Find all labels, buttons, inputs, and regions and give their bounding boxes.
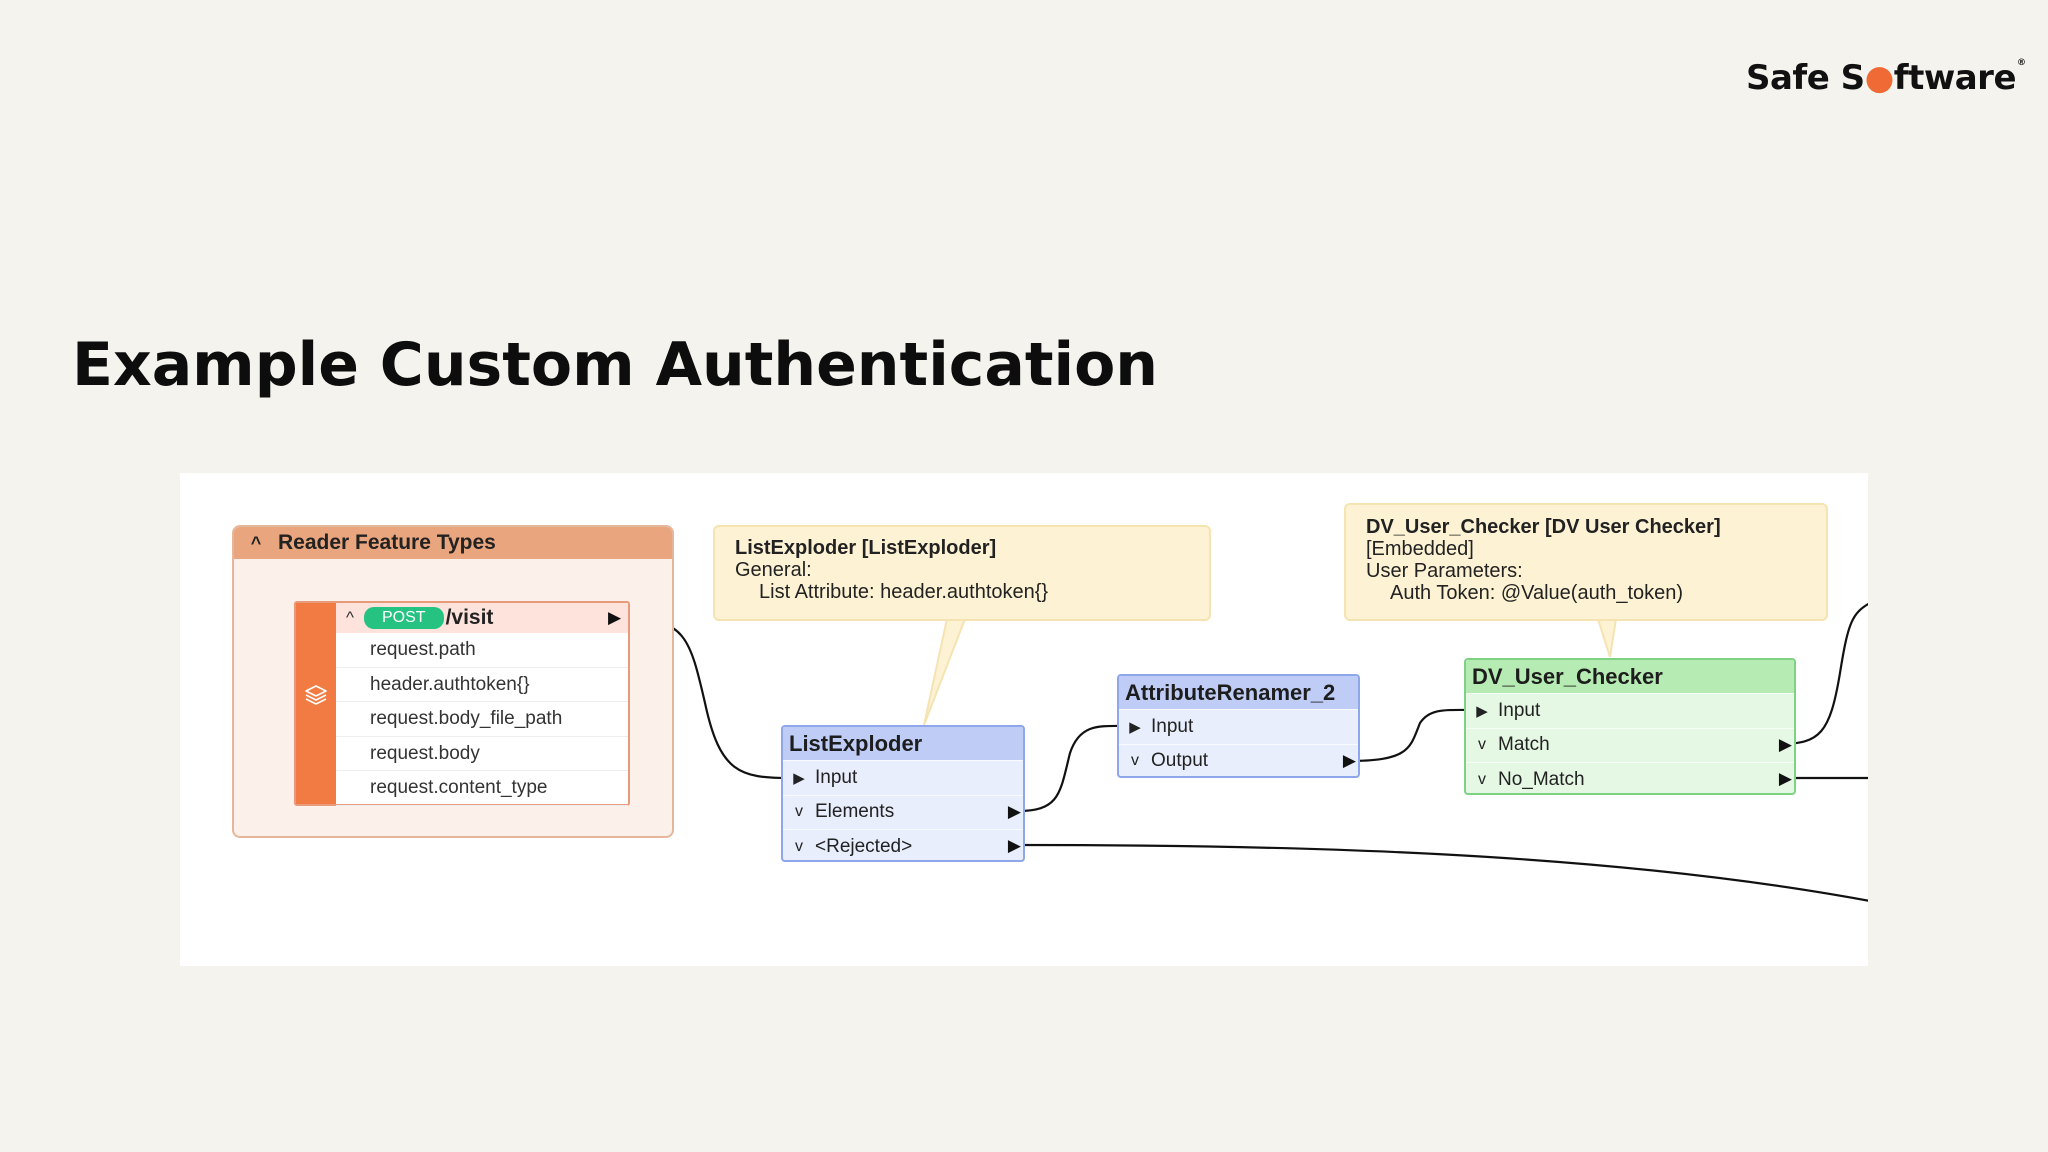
input-port[interactable]: ▶ Input (783, 760, 1023, 795)
annotation-title: ListExploder [ListExploder] (735, 537, 997, 559)
reader-attribute: request.body_file_path (336, 702, 628, 737)
wire-exploder-rejected-out (1017, 843, 1868, 902)
output-port-output[interactable]: v Output ▶ (1119, 743, 1358, 777)
callout-pointer-list-exploder (923, 618, 967, 726)
logo-dot-icon: ● (1864, 58, 1895, 98)
reader-type-bar (296, 603, 336, 804)
wire-renamer-to-checker (1347, 708, 1476, 763)
post-method-badge: POST (364, 607, 444, 629)
triangle-right-icon: ▶ (1476, 702, 1488, 720)
triangle-right-icon: ▶ (793, 769, 805, 787)
annotation-line: [Embedded] (1366, 538, 1474, 560)
callout-pointer-user-checker (1596, 618, 1618, 658)
transformer-name: AttributeRenamer_2 (1119, 676, 1358, 709)
bookmark-title: Reader Feature Types (278, 531, 496, 554)
reader-attribute: header.authtoken{} (336, 668, 628, 702)
wire-exploder-to-renamer (1017, 724, 1128, 813)
reader-attribute: request.content_type (336, 771, 628, 806)
port-label: Input (815, 766, 858, 788)
chevron-down-icon[interactable]: v (1478, 736, 1486, 754)
chevron-down-icon[interactable]: v (1131, 752, 1139, 770)
triangle-right-icon: ▶ (1129, 718, 1141, 736)
port-label: Elements (815, 801, 895, 823)
port-label: No_Match (1498, 768, 1585, 790)
chevron-up-icon[interactable]: ^ (346, 608, 354, 627)
logo-text-end: ftware (1893, 58, 2017, 98)
reader-output-port[interactable]: ▶ (608, 608, 621, 628)
reader-attribute-list: request.path header.authtoken{} request.… (336, 633, 628, 806)
port-label: <Rejected> (815, 835, 913, 857)
reader-attribute: request.body (336, 737, 628, 771)
port-label: Output (1151, 750, 1209, 772)
chevron-down-icon[interactable]: v (1478, 770, 1486, 788)
bookmark-header[interactable]: ^ Reader Feature Types (234, 527, 672, 559)
logo-text-start: Safe S (1746, 58, 1865, 98)
reader-name: /visit (445, 606, 494, 629)
annotation-line: User Parameters: (1366, 560, 1523, 582)
transformer-list-exploder[interactable]: ListExploder ▶ Input v Elements ▶ v <Rej… (781, 725, 1025, 862)
slide-title: Example Custom Authentication (72, 330, 1159, 400)
triangle-right-icon: ▶ (1778, 769, 1792, 788)
triangle-right-icon: ▶ (1778, 734, 1792, 754)
chevron-down-icon[interactable]: v (795, 837, 803, 855)
input-port[interactable]: ▶ Input (1119, 709, 1358, 744)
output-port-elements[interactable]: v Elements ▶ (783, 794, 1023, 830)
annotation-title: DV_User_Checker [DV User Checker] (1366, 516, 1721, 538)
stack-layers-icon (305, 685, 327, 705)
output-port-rejected[interactable]: v <Rejected> ▶ (783, 829, 1023, 860)
transformer-name: ListExploder (783, 727, 1023, 760)
logo-registered-mark: ® (2017, 58, 2026, 68)
triangle-right-icon: ▶ (1342, 750, 1356, 770)
port-label: Input (1151, 715, 1194, 737)
workspace-canvas[interactable]: ^ Reader Feature Types ^ POST /visit req… (180, 473, 1868, 966)
transformer-dv-user-checker[interactable]: DV_User_Checker ▶ Input v Match ▶ v No_M… (1464, 658, 1796, 795)
input-port[interactable]: ▶ Input (1466, 693, 1794, 728)
triangle-right-icon: ▶ (1007, 836, 1021, 855)
safe-software-logo: Safe S●ftware® (1746, 58, 2026, 98)
triangle-right-icon: ▶ (1007, 801, 1021, 821)
transformer-attribute-renamer[interactable]: AttributeRenamer_2 ▶ Input v Output ▶ (1117, 674, 1360, 778)
annotation-list-exploder[interactable]: ListExploder [ListExploder] General: Lis… (713, 525, 1211, 621)
wire-checker-match-out (1779, 602, 1868, 746)
annotation-line: Auth Token: @Value(auth_token) (1390, 582, 1684, 604)
annotation-line: General: (735, 559, 812, 581)
reader-header[interactable]: ^ POST /visit (336, 603, 628, 633)
transformer-name: DV_User_Checker (1466, 660, 1794, 693)
annotation-user-checker[interactable]: DV_User_Checker [DV User Checker] [Embed… (1344, 503, 1828, 621)
port-label: Match (1498, 734, 1550, 756)
output-port-no-match[interactable]: v No_Match ▶ (1466, 762, 1794, 793)
reader-attribute: request.path (336, 633, 628, 668)
chevron-down-icon[interactable]: v (795, 803, 803, 821)
reader-feature-type[interactable]: ^ POST /visit request.path header.authto… (294, 601, 630, 806)
chevron-up-icon[interactable]: ^ (250, 532, 262, 553)
port-label: Input (1498, 699, 1541, 721)
output-port-match[interactable]: v Match ▶ (1466, 727, 1794, 763)
annotation-line: List Attribute: header.authtoken{} (759, 581, 1049, 603)
triangle-right-icon: ▶ (608, 608, 622, 627)
